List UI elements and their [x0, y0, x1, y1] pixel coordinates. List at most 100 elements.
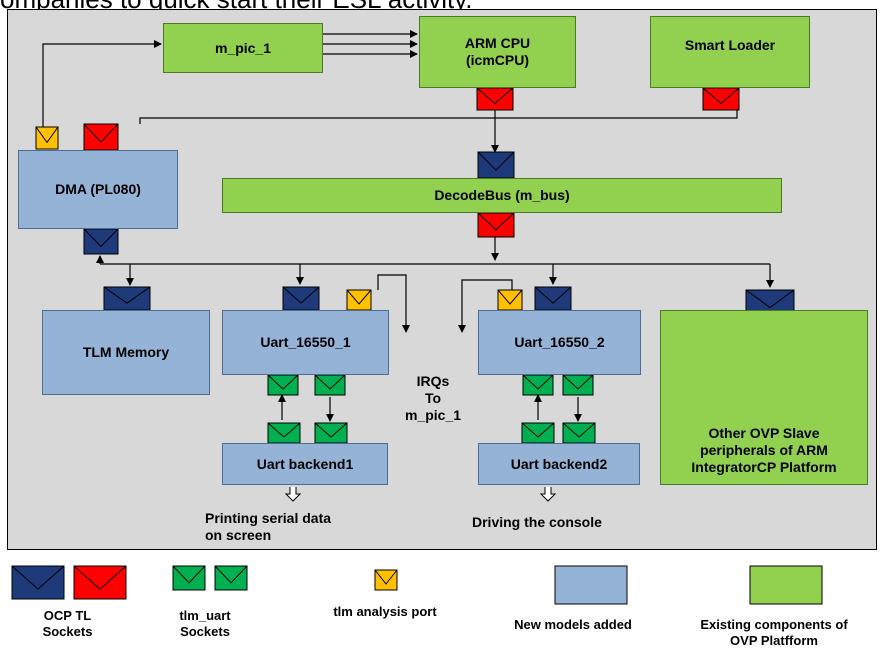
legend-analysis-swatch-flap: [374, 569, 398, 585]
uart2-analysis-port-flap: [497, 289, 523, 305]
legend-ocp-red-swatch: [73, 565, 127, 600]
bus-ocp-target-socket-flap: [477, 151, 515, 171]
dma-analysis-port-flap: [35, 126, 59, 144]
uart1-label: Uart_16550_1: [260, 334, 351, 350]
legend-existing-label: Existing components of OVP Platfform: [668, 617, 880, 649]
driving-annotation: Driving the console: [472, 514, 602, 531]
uart1-uart-socket-1-flap: [267, 374, 299, 390]
dma-ocp-initiator-socket-flap: [83, 123, 119, 143]
tlm-memory-label: TLM Memory: [82, 344, 170, 360]
memory-ocp-socket-flap: [103, 286, 151, 304]
decode-bus-block: DecodeBus (m_bus): [222, 178, 782, 213]
printing-annotation: Printing serial data on screen: [205, 510, 331, 544]
arm-cpu-block: ARM CPU (icmCPU): [419, 16, 576, 88]
uart1-block: Uart_16550_1: [222, 310, 389, 375]
cpu-ocp-socket: [476, 87, 514, 111]
legend-new-models-label: New models added: [478, 617, 668, 633]
legend-ocp-red-swatch-flap: [73, 565, 127, 590]
backend2-uart-socket-1: [521, 422, 555, 444]
legend-new-models-swatch: [554, 565, 628, 605]
output-arrow-backend1: [284, 487, 302, 502]
printing-line2: on screen: [205, 527, 272, 543]
legend-ocp-line2: Sockets: [42, 624, 93, 639]
arm-cpu-label: ARM CPU: [464, 35, 531, 51]
uart-backend1-block: Uart backend1: [222, 443, 388, 485]
uart1-ocp-socket-flap: [282, 286, 320, 304]
uart2-uart-socket-1: [522, 374, 554, 396]
legend-tlm-uart-label: tlm_uart Sockets: [150, 608, 260, 640]
bus-ocp-initiator-socket-flap: [477, 212, 515, 231]
connector-dma-to-mpic: [42, 40, 162, 127]
uart1-uart-socket-2: [314, 374, 346, 396]
legend-analysis-label: tlm analysis port: [300, 604, 470, 620]
uart2-uart-socket-1-flap: [522, 374, 554, 390]
backend1-uart-socket-2-flap: [314, 422, 348, 438]
connector-uart1-irq: [377, 274, 410, 333]
legend-ocp-dark-swatch-flap: [11, 565, 65, 590]
memory-ocp-socket: [103, 286, 151, 311]
irqs-annotation: IRQs To m_pic_1: [388, 373, 478, 424]
dma-ocp-target-socket-flap: [83, 228, 119, 248]
uart2-ocp-socket-flap: [534, 286, 572, 304]
backend1-uart-socket-1: [267, 422, 301, 444]
backend2-uart-socket-1-flap: [521, 422, 555, 438]
loader-ocp-socket: [702, 87, 740, 111]
legend-tlm-uart-line1: tlm_uart: [179, 608, 231, 623]
irqs-line3: m_pic_1: [404, 407, 462, 423]
legend-existing-line1: Existing components of: [700, 617, 848, 632]
legend-analysis-swatch: [374, 569, 398, 591]
backend1-uart-socket-1-flap: [267, 422, 301, 438]
backend1-uart-socket-2: [314, 422, 348, 444]
uart-backend2-block: Uart backend2: [478, 443, 640, 485]
smart-loader-label: Smart Loader: [684, 37, 776, 53]
backend2-uart-socket-2-flap: [562, 422, 596, 438]
other-ovp-line2: peripherals of ARM: [700, 442, 828, 458]
uart1-uart-socket-2-flap: [314, 374, 346, 390]
bus-ocp-initiator-socket: [477, 212, 515, 238]
tlm-memory-block: TLM Memory: [42, 310, 210, 395]
decode-bus-label: DecodeBus (m_bus): [434, 187, 570, 203]
legend-ocp-dark-swatch: [11, 565, 65, 600]
legend-existing-swatch: [749, 565, 823, 605]
legend-uart-swatch-1-flap: [172, 565, 206, 584]
irqs-line1: IRQs: [416, 373, 450, 389]
uart2-uart-socket-2: [562, 374, 594, 396]
uart2-label: Uart_16550_2: [514, 334, 605, 350]
m-pic-label: m_pic_1: [214, 39, 272, 56]
dma-ocp-target-socket: [83, 228, 119, 255]
backend2-uart-socket-2: [562, 422, 596, 444]
dma-label: DMA (PL080): [55, 181, 141, 197]
other-ovp-line3: IntegratorCP Platform: [691, 459, 837, 475]
legend-ocp-label: OCP TL Sockets: [10, 608, 125, 640]
other-ovp-block: Other OVP Slave peripherals of ARM Integ…: [660, 310, 868, 485]
other-ovp-line1: Other OVP Slave: [708, 425, 820, 441]
uart2-uart-socket-2-flap: [562, 374, 594, 390]
legend-uart-swatch-2-flap: [214, 565, 248, 584]
other-ovp-ocp-socket-flap: [745, 289, 795, 309]
legend-tlm-uart-line2: Sockets: [180, 624, 230, 639]
irqs-line2: To: [424, 390, 442, 406]
m-pic-block: m_pic_1: [163, 23, 323, 73]
backend2-label: Uart backend2: [510, 455, 608, 472]
legend-uart-swatch-2: [214, 565, 248, 591]
loader-ocp-socket-flap: [702, 87, 740, 105]
connector-uart2-irq: [458, 279, 513, 333]
legend-uart-swatch-1: [172, 565, 206, 591]
uart1-analysis-port: [346, 289, 372, 311]
uart2-analysis-port: [497, 289, 523, 311]
dma-analysis-port: [35, 126, 59, 150]
driving-line1: Driving the console: [472, 514, 602, 530]
backend1-label: Uart backend1: [256, 455, 354, 472]
uart1-ocp-socket: [282, 286, 320, 311]
uart2-ocp-socket: [534, 286, 572, 311]
connector-dma-to-bus-line: [139, 117, 495, 124]
bus-ocp-target-socket: [477, 151, 515, 179]
legend-analysis-line1: tlm analysis port: [333, 604, 437, 619]
cpu-ocp-socket-flap: [476, 87, 514, 105]
output-arrow-backend2: [539, 487, 557, 502]
legend-new-models-line1: New models added: [514, 617, 632, 632]
connector-loader-to-bus: [495, 108, 738, 119]
dma-ocp-initiator-socket: [83, 123, 119, 151]
legend-existing-line2: OVP Platfform: [730, 633, 818, 648]
